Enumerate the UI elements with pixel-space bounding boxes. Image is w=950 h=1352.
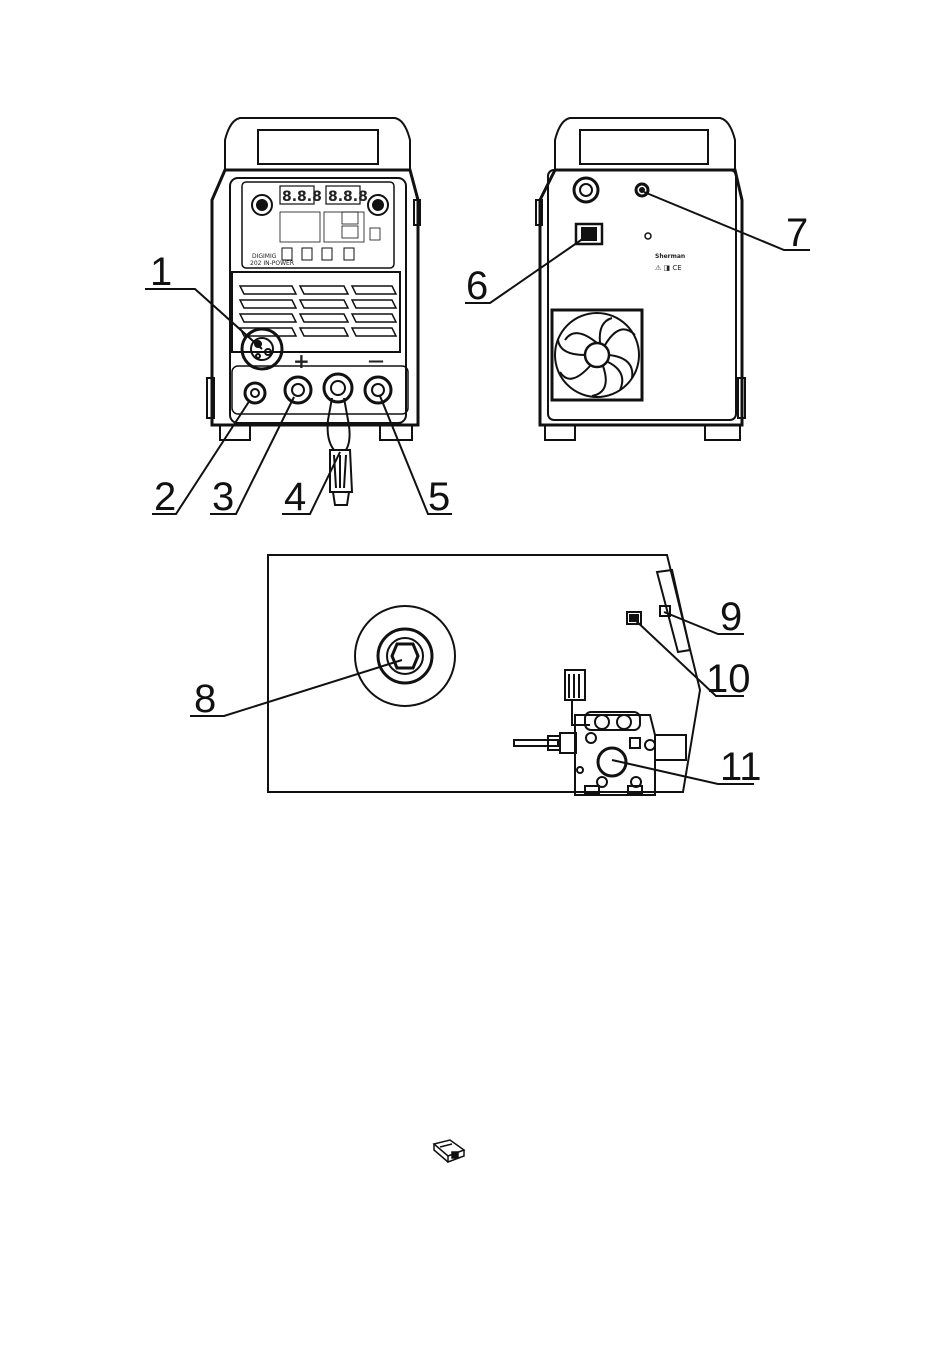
callout-5: 5 bbox=[428, 475, 450, 519]
wire-feed-mechanism bbox=[514, 670, 686, 795]
foot-pedal-icon bbox=[434, 1140, 464, 1162]
gas-inlet bbox=[636, 184, 648, 196]
model-name-line2: 202 IN-POWER bbox=[250, 260, 294, 267]
callout-10: 10 bbox=[706, 657, 751, 701]
callout-9: 9 bbox=[720, 595, 742, 639]
right-display: 8.8.8 bbox=[328, 189, 368, 205]
callout-2: 2 bbox=[154, 475, 176, 519]
callout-6: 6 bbox=[466, 264, 488, 308]
rear-screw-hole bbox=[645, 233, 651, 239]
callout-8: 8 bbox=[194, 677, 216, 721]
model-name-line1: DIGIMIG bbox=[252, 253, 277, 260]
control-socket bbox=[245, 383, 265, 403]
callout-11: 11 bbox=[720, 745, 762, 789]
plus-terminal bbox=[285, 377, 311, 403]
callout-3: 3 bbox=[212, 475, 234, 519]
cooling-fan bbox=[552, 310, 642, 400]
polarity-cable bbox=[324, 374, 352, 505]
callout-1: 1 bbox=[150, 250, 172, 294]
minus-terminal bbox=[365, 377, 391, 403]
callout-7: 7 bbox=[786, 211, 808, 255]
rear-cert-marks: ⚠ ◨ CE bbox=[655, 264, 682, 272]
plus-terminal-sign: + bbox=[293, 349, 310, 373]
left-display: 8.8.8 bbox=[282, 189, 322, 205]
spool-holder bbox=[355, 606, 455, 706]
side-view bbox=[268, 555, 700, 792]
minus-terminal-sign: — bbox=[368, 351, 384, 370]
rear-brand-mark: Sherman bbox=[655, 253, 685, 260]
front-view bbox=[207, 118, 420, 440]
callout-4: 4 bbox=[284, 475, 306, 519]
